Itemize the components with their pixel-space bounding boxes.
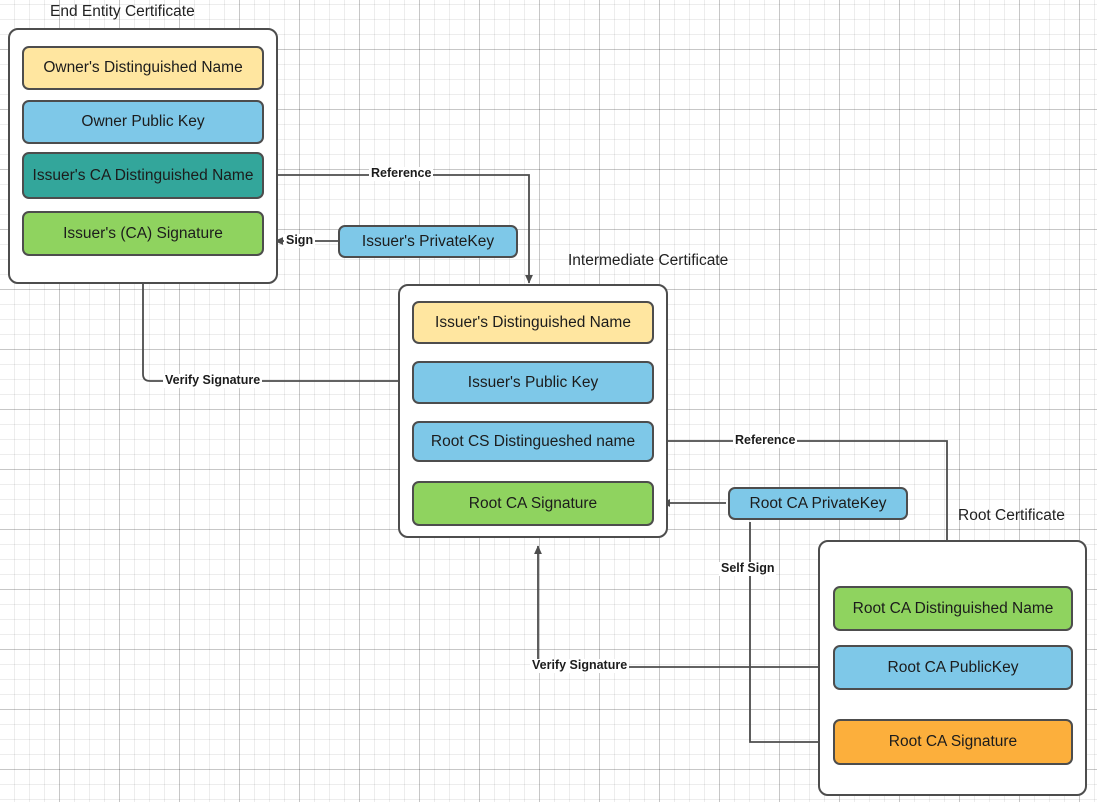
field-owners-distinguished-name[interactable]: Owner's Distinguished Name [22,46,264,90]
edge-self-sign [749,522,828,746]
edge-label-sign: Sign [284,233,316,248]
edge-label-self-sign: Self Sign [719,561,777,576]
edge-label-reference-bottom: Reference [733,433,798,448]
cert-title-intermediate: Intermediate Certificate [568,252,729,269]
field-issuers-ca-distinguished-name[interactable]: Issuer's CA Distinguished Name [22,152,264,199]
field-issuers-distinguished-name[interactable]: Issuer's Distinguished Name [412,301,654,344]
field-issuers-ca-signature[interactable]: Issuer's (CA) Signature [22,211,264,256]
field-owner-public-key[interactable]: Owner Public Key [22,100,264,144]
edge-label-verify-signature-end-entity: Verify Signature [163,373,263,388]
key-issuers-privatekey[interactable]: Issuer's PrivateKey [338,225,518,258]
field-root-ca-signature[interactable]: Root CA Signature [833,719,1073,765]
field-root-ca-distinguished-name[interactable]: Root CA Distinguished Name [833,586,1073,631]
field-issuers-public-key[interactable]: Issuer's Public Key [412,361,654,404]
key-root-ca-privatekey[interactable]: Root CA PrivateKey [728,487,908,520]
field-root-ca-publickey[interactable]: Root CA PublicKey [833,645,1073,690]
field-intermediate-root-ca-signature[interactable]: Root CA Signature [412,481,654,526]
field-root-cs-distingueshed-name[interactable]: Root CS Distingueshed name [412,421,654,462]
edge-verify-signature-intermediate [534,545,834,668]
cert-title-root: Root Certificate [958,507,1065,524]
edge-label-reference-top: Reference [369,166,434,181]
cert-title-end-entity: End Entity Certificate [50,3,195,20]
edge-label-verify-signature-intermediate: Verify Signature [530,658,630,673]
